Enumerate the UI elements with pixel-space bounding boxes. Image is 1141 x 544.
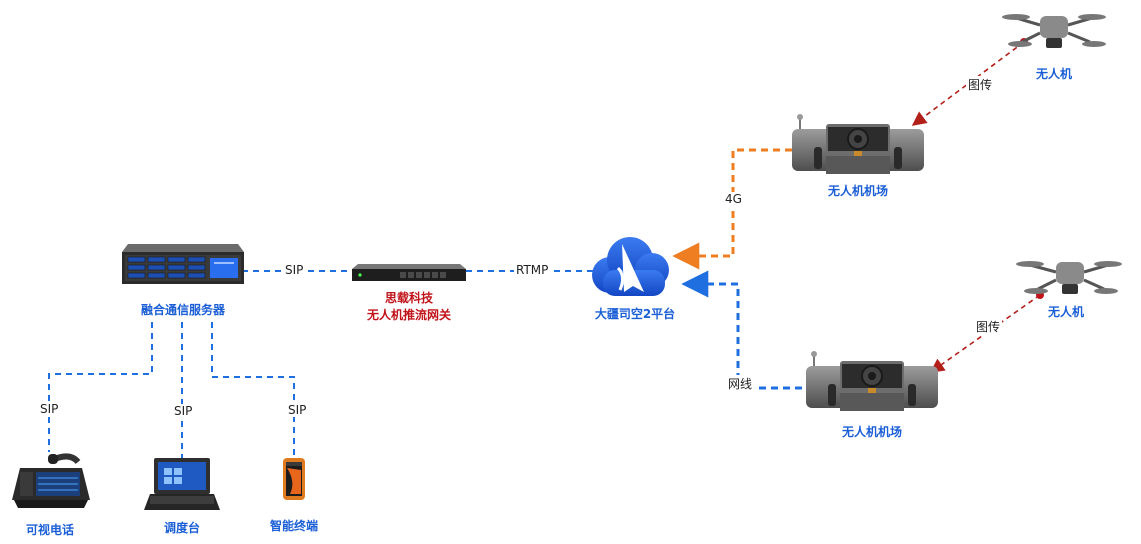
link-dock-bottom-platform (681, 270, 802, 390)
drone-top-label: 无人机 (1035, 67, 1072, 81)
platform-label: 大疆司空2平台 (594, 307, 676, 321)
edge-label-drone-bottom-dock: 图传 (974, 318, 1003, 335)
edge-label-server-phone: SIP (38, 402, 61, 416)
edge-label-dock-bottom-platform: 网线 (726, 375, 755, 392)
edge-label-gateway-platform: RTMP (514, 263, 551, 277)
drone-bottom-label: 无人机 (1047, 305, 1084, 319)
edge-label-dock-top-platform: 4G (723, 192, 744, 206)
gateway-appliance-icon (352, 264, 466, 281)
gateway-label-line2: 无人机推流网关 (366, 308, 451, 322)
rugged-laptop-icon (144, 458, 220, 510)
edge-label-server-console: SIP (172, 404, 195, 418)
server-label: 融合通信服务器 (140, 303, 225, 317)
video-phone-icon (12, 453, 90, 508)
video-phone-label: 可视电话 (25, 523, 74, 537)
rugged-phone-icon (283, 458, 305, 500)
edge-label-server-terminal: SIP (286, 403, 309, 417)
link-server-phone (48, 322, 153, 452)
drone-dock-icon (806, 351, 938, 411)
cloud-logo-icon (592, 237, 669, 296)
gateway-label-line1: 思载科技 (384, 291, 433, 305)
link-server-terminal (211, 322, 295, 458)
dock-top-label: 无人机机场 (827, 184, 888, 198)
dock-bottom-label: 无人机机场 (841, 425, 902, 439)
smart-terminal-label: 智能终端 (269, 519, 318, 533)
edge-label-drone-top-dock: 图传 (966, 76, 995, 93)
rack-server-icon (122, 244, 244, 284)
edge-label-server-gateway: SIP (283, 263, 306, 277)
drone-dock-icon (792, 114, 924, 174)
quadcopter-icon (1016, 261, 1122, 294)
dispatch-console-label: 调度台 (163, 521, 200, 535)
quadcopter-icon (1002, 14, 1106, 48)
